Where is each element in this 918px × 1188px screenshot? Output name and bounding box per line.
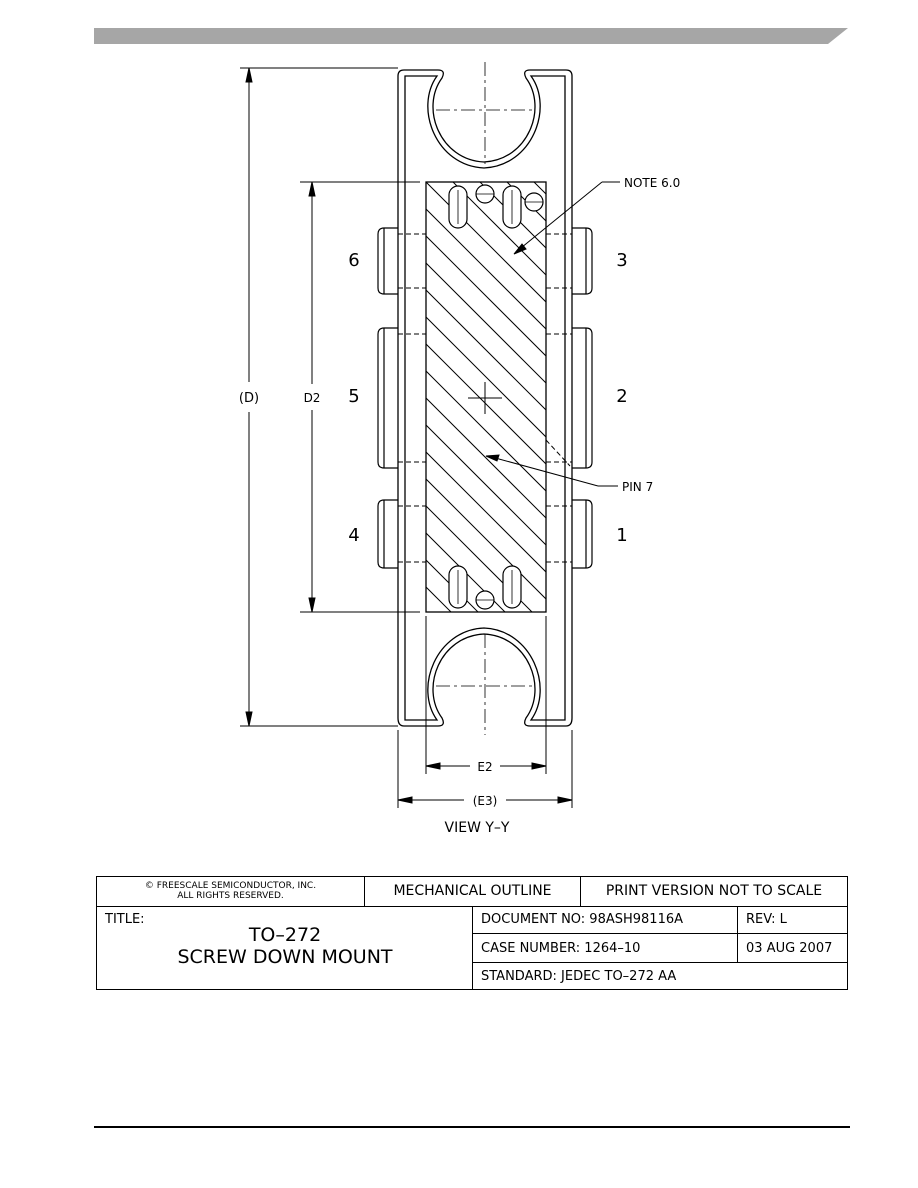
pin-label-1: 1 (616, 525, 627, 546)
drawing-title: TO–272 SCREW DOWN MOUNT (97, 924, 473, 968)
package-drawing: (D) D2 E2 (E3) 6 5 4 3 2 1 NOTE (239, 62, 680, 836)
pin7-leader (485, 439, 618, 487)
dim-d-label: (D) (239, 391, 259, 406)
title-line2: SCREW DOWN MOUNT (177, 946, 393, 968)
copyright-line2: ALL RIGHTS RESERVED. (177, 891, 284, 901)
mechanical-outline: MECHANICAL OUTLINE (365, 877, 581, 906)
lead-tabs (377, 227, 593, 569)
title-line1: TO–272 (248, 924, 322, 946)
pin-label-5: 5 (348, 386, 359, 407)
pin-label-4: 4 (348, 525, 359, 546)
view-label: VIEW Y–Y (445, 820, 510, 836)
lead-5 (377, 327, 398, 469)
revision: REV: L (738, 906, 847, 934)
revision-date: 03 AUG 2007 (738, 934, 847, 963)
pin-label-3: 3 (616, 250, 627, 271)
pin-label-6: 6 (348, 250, 359, 271)
dimension-d (240, 67, 398, 727)
lead-1 (572, 499, 593, 569)
title-label: TITLE: (105, 912, 145, 927)
dim-e3-label: (E3) (473, 794, 498, 808)
heatsink-pad (425, 181, 547, 613)
lead-projection-lines (398, 233, 572, 563)
lead-2 (572, 327, 593, 469)
copyright-cell: © FREESCALE SEMICONDUCTOR, INC. ALL RIGH… (97, 877, 365, 906)
title-block: © FREESCALE SEMICONDUCTOR, INC. ALL RIGH… (96, 876, 848, 990)
dimension-e3 (397, 730, 573, 808)
title-area: TITLE: TO–272 SCREW DOWN MOUNT (97, 906, 473, 990)
lead-4 (377, 499, 398, 569)
dim-e2-label: E2 (477, 760, 492, 774)
note-label: NOTE 6.0 (624, 176, 680, 190)
footer-rule (94, 1126, 850, 1128)
centerlines (436, 62, 534, 735)
note-leader (513, 181, 620, 255)
case-number: CASE NUMBER: 1264–10 (473, 934, 738, 963)
lead-6 (377, 227, 398, 295)
title-block-header-row: © FREESCALE SEMICONDUCTOR, INC. ALL RIGH… (97, 877, 847, 907)
standard: STANDARD: JEDEC TO–272 AA (481, 969, 677, 984)
pin-label-2: 2 (616, 386, 627, 407)
dimension-d2 (300, 181, 420, 613)
dim-d2-label: D2 (304, 391, 321, 405)
header-bar (94, 28, 848, 44)
print-version-note: PRINT VERSION NOT TO SCALE (605, 883, 823, 899)
pin7-label: PIN 7 (622, 480, 653, 494)
document-number: DOCUMENT NO: 98ASH98116A (473, 906, 738, 934)
dimension-e2 (425, 616, 547, 774)
copyright-line1: © FREESCALE SEMICONDUCTOR, INC. (144, 881, 317, 891)
package-body-outline (397, 69, 573, 727)
lead-3 (572, 227, 593, 295)
